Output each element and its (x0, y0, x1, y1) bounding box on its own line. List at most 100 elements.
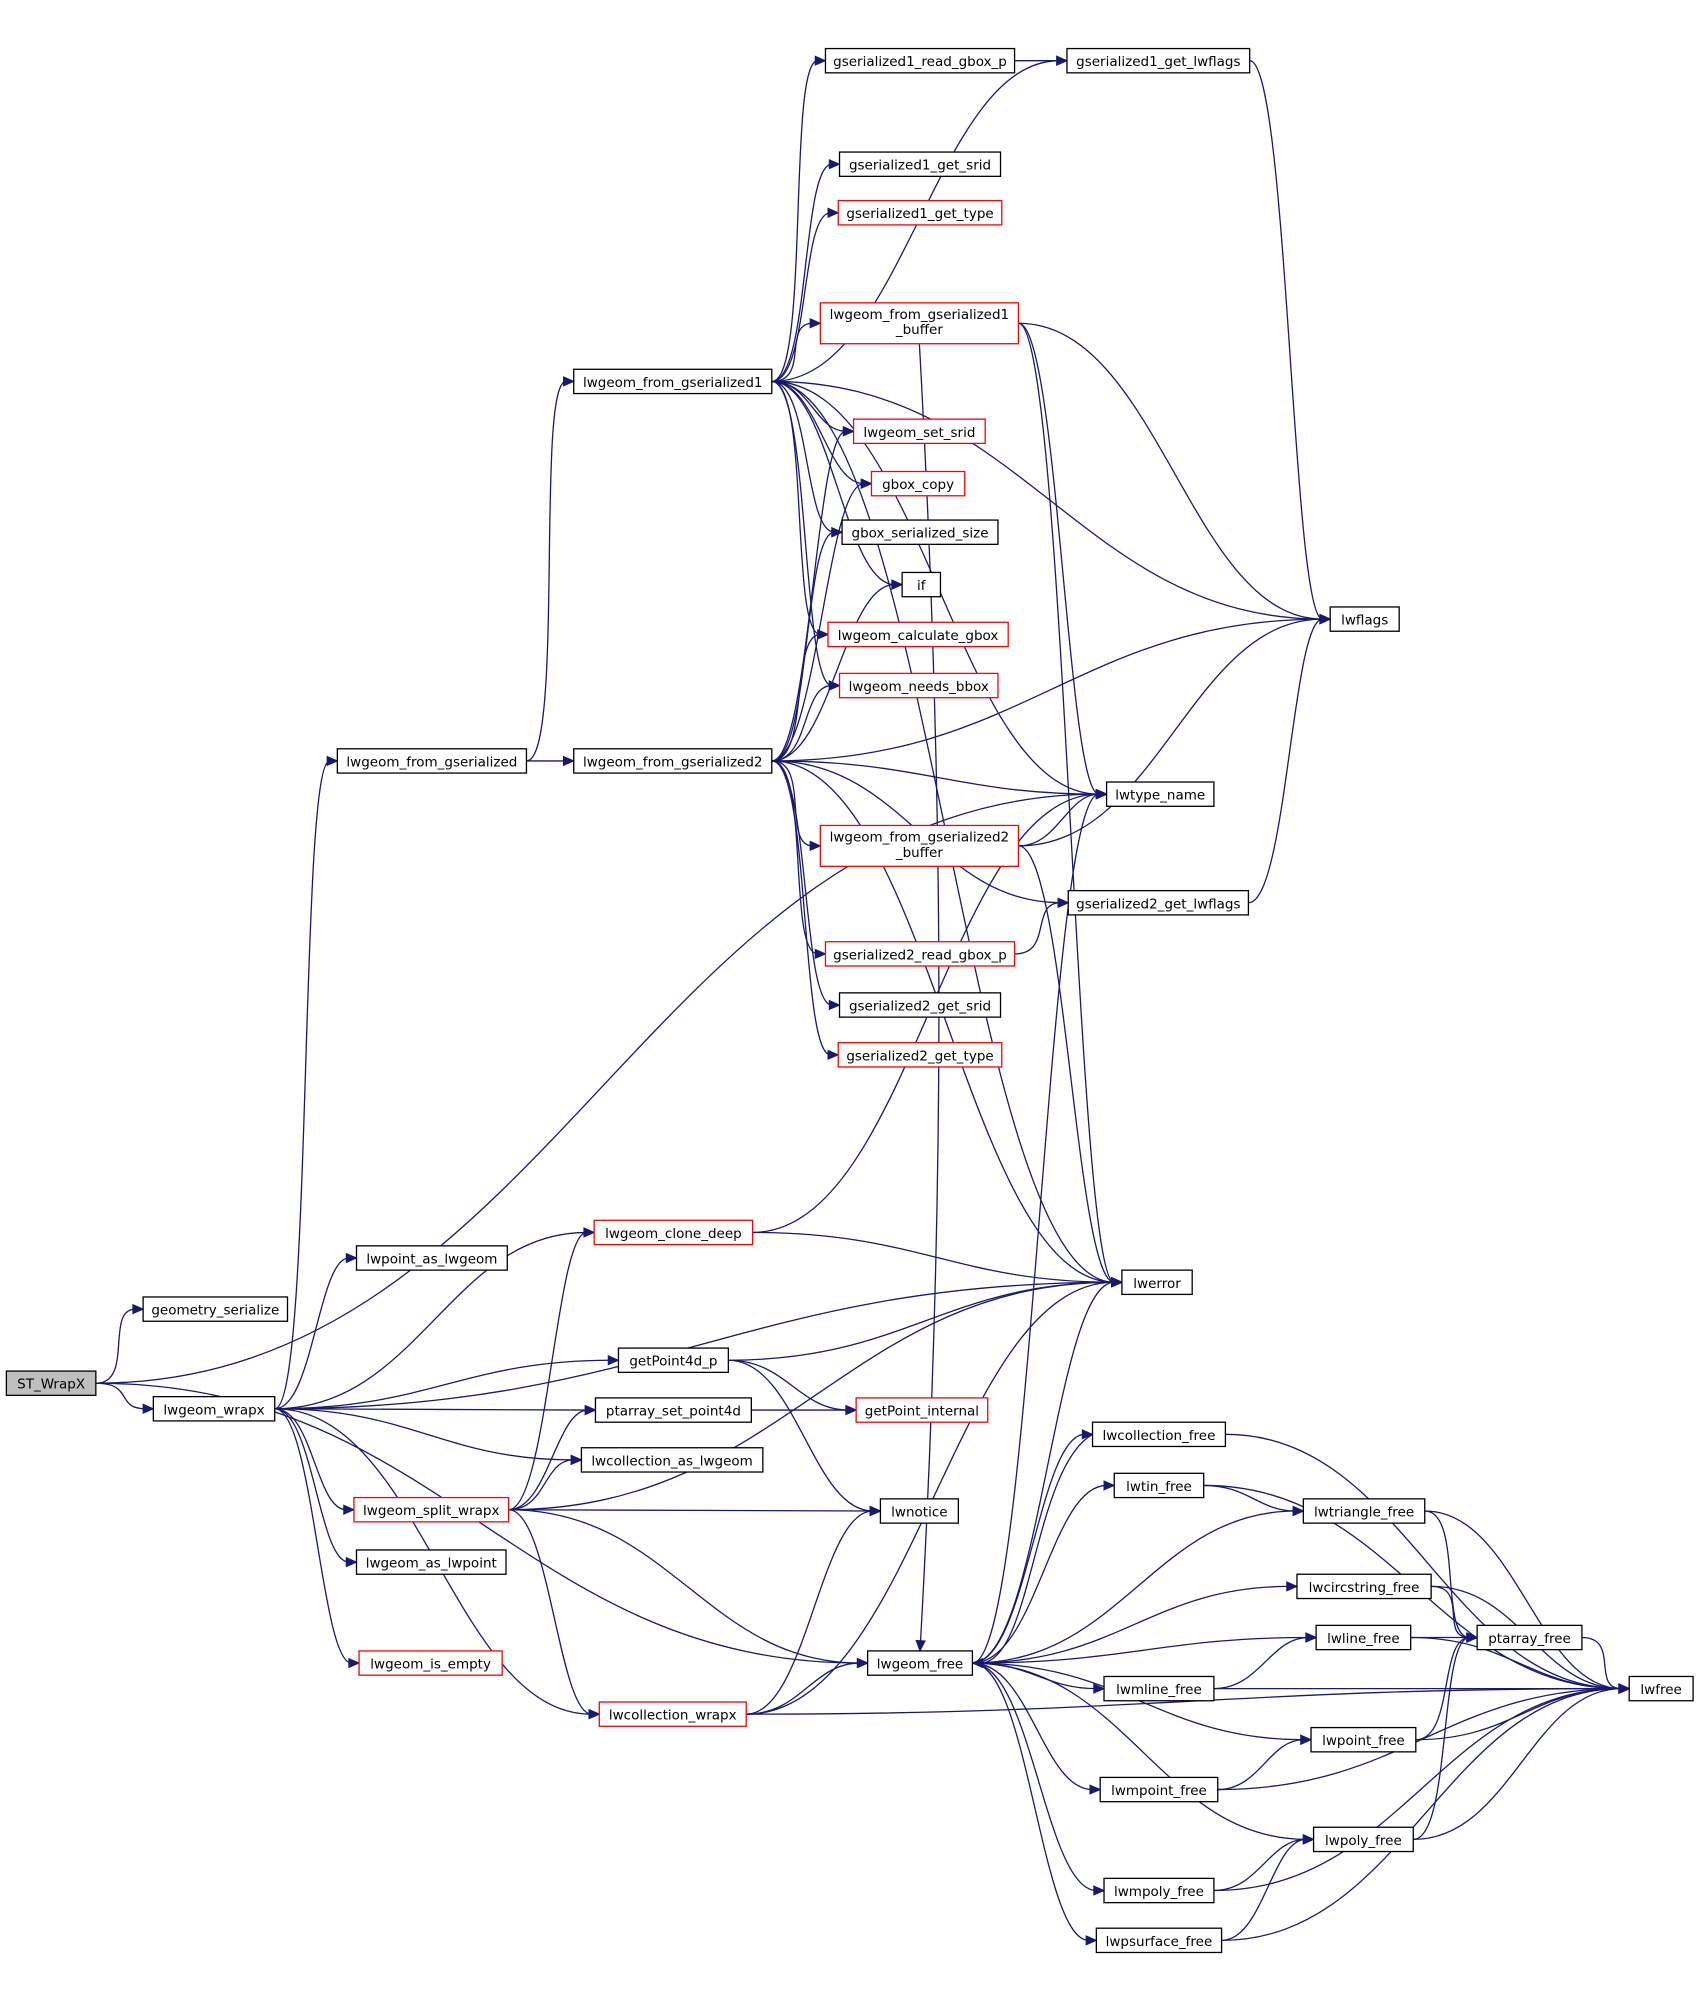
node-getpoint4d-p[interactable]: getPoint4d_p (617, 1347, 729, 1374)
node-box (580, 1447, 764, 1473)
node-ptarray-free[interactable]: ptarray_free (1476, 1624, 1583, 1651)
node-lwgeom-split-wrapx[interactable]: lwgeom_split_wrapx (353, 1496, 510, 1523)
node-gserialized2-get-srid[interactable]: gserialized2_get_srid (838, 992, 1002, 1018)
call-edge-arrowhead (869, 1505, 882, 1517)
node-gserialized1-get-lwflags[interactable]: gserialized1_get_lwflags (1066, 47, 1251, 74)
call-edge (771, 380, 855, 437)
node-lwflags[interactable]: lwflags (1329, 606, 1400, 632)
call-edge (508, 1454, 583, 1511)
node-lwcollection-wrapx[interactable]: lwcollection_wrapx (598, 1701, 747, 1727)
node-gserialized2-get-type[interactable]: gserialized2_get_type (837, 1042, 1003, 1068)
node-label: lwgeom_from_gserialized (346, 754, 517, 770)
call-edge (771, 158, 841, 383)
node-lwpsurface-free[interactable]: lwpsurface_free (1095, 1927, 1223, 1954)
node-lwcollection-free[interactable]: lwcollection_free (1091, 1421, 1227, 1448)
call-edge-arrowhead (915, 1639, 926, 1653)
call-edge-line (972, 1585, 1290, 1664)
call-edge-line (771, 322, 813, 383)
node-box (1067, 889, 1250, 916)
call-edge (771, 760, 827, 960)
node-gserialized1-read-gbox-p[interactable]: gserialized1_read_gbox_p (824, 47, 1016, 74)
node-lwcircstring-free[interactable]: lwcircstring_free (1296, 1573, 1432, 1600)
node-gserialized1-get-type[interactable]: gserialized1_get_type (837, 199, 1003, 226)
node-lwgeom-set-srid[interactable]: lwgeom_set_srid (852, 418, 986, 445)
node-label: lwgeom_calculate_gbox (838, 628, 999, 644)
call-edge-line (95, 793, 1099, 1384)
call-edge-arrowhead (814, 55, 827, 66)
node-lwnotice[interactable]: lwnotice (879, 1498, 959, 1524)
node-lwgeom-wrapx[interactable]: lwgeom_wrapx (152, 1395, 276, 1422)
call-edge (95, 1382, 155, 1415)
node-box (852, 418, 986, 445)
call-edge (1221, 1834, 1315, 1941)
call-edge-arrowhead (860, 478, 873, 489)
node-gserialized1-get-srid[interactable]: gserialized1_get_srid (838, 151, 1002, 177)
node-gbox-copy[interactable]: gbox_copy (870, 470, 966, 497)
node-label: gserialized1_get_type (846, 206, 993, 222)
node-lwtin-free[interactable]: lwtin_free (1113, 1472, 1205, 1499)
node-lwgeom-from-gserialized2[interactable]: lwgeom_from_gserialized2 (573, 748, 773, 774)
node-label: lwcollection_free (1102, 1428, 1215, 1444)
node-lwmline-free[interactable]: lwmline_free (1103, 1675, 1215, 1702)
node-getpoint-internal[interactable]: getPoint_internal (855, 1397, 989, 1423)
call-edge (972, 1662, 1106, 1694)
node-ptarray-set-point4d[interactable]: ptarray_set_point4d (594, 1397, 752, 1423)
node-lwgeom-from-gserialized[interactable]: lwgeom_from_gserialized (336, 748, 528, 774)
call-edge-line (771, 380, 895, 586)
node-label: lwpoint_free (1322, 1733, 1405, 1749)
node-lwfree[interactable]: lwfree (1628, 1675, 1694, 1702)
node-lwpoint-as-lwgeom[interactable]: lwpoint_as_lwgeom (355, 1245, 508, 1271)
node-geometry-serialize[interactable]: geometry_serialize (142, 1296, 289, 1322)
call-edge-arrowhead (1089, 1784, 1102, 1795)
node-lwline-free[interactable]: lwline_free (1315, 1624, 1412, 1651)
node-label: lwmpoint_free (1111, 1783, 1207, 1799)
node-gserialized2-read-gbox-p[interactable]: gserialized2_read_gbox_p (824, 941, 1016, 967)
node-lwpoint-free[interactable]: lwpoint_free (1310, 1726, 1417, 1753)
node-if[interactable]: if (901, 571, 942, 598)
node-lwgeom-from-gserialized1[interactable]: lwgeom_from_gserialized1 (573, 368, 773, 395)
node-box (573, 368, 773, 395)
call-edge-line (972, 1662, 1089, 1941)
call-edge-arrowhead (1057, 897, 1070, 909)
node-lwgeom-needs-bbox[interactable]: lwgeom_needs_bbox (838, 672, 999, 699)
call-edge-arrowhead (809, 318, 822, 329)
call-edge (1225, 1433, 1631, 1694)
node-st-wrapx[interactable]: ST_WrapX (5, 1370, 97, 1397)
node-box (1066, 47, 1251, 74)
node-lwtriangle-free[interactable]: lwtriangle_free (1302, 1498, 1426, 1524)
node-lwmpoly-free[interactable]: lwmpoly_free (1103, 1877, 1215, 1904)
call-edge-arrowhead (827, 207, 840, 218)
node-lwtype-name[interactable]: lwtype_name (1105, 781, 1215, 807)
call-edge (1014, 897, 1070, 955)
node-box (1103, 1877, 1215, 1904)
call-edge-arrowhead (842, 426, 855, 437)
call-edge-line (771, 212, 831, 383)
call-edge (771, 207, 840, 383)
node-lwpoly-free[interactable]: lwpoly_free (1312, 1826, 1414, 1853)
call-edge-line (771, 760, 1099, 795)
call-edge (771, 426, 855, 762)
node-lwerror[interactable]: lwerror (1121, 1269, 1193, 1296)
node-label: getPoint4d_p (629, 1354, 717, 1370)
node-lwgeom-from-gserialized1-buffer[interactable]: lwgeom_from_gserialized1_buffer (819, 302, 1020, 345)
node-label: gserialized2_get_srid (849, 998, 991, 1014)
call-edge (1213, 1632, 1318, 1690)
node-label: gserialized1_get_lwflags (1076, 54, 1240, 70)
node-label: geometry_serialize (151, 1303, 279, 1319)
node-lwgeom-as-lwpoint[interactable]: lwgeom_as_lwpoint (355, 1549, 507, 1575)
node-label: ptarray_set_point4d (606, 1404, 741, 1420)
node-gserialized2-get-lwflags[interactable]: gserialized2_get_lwflags (1067, 889, 1250, 916)
node-label: if (917, 578, 927, 594)
node-lwgeom-from-gserialized2-buffer[interactable]: lwgeom_from_gserialized2_buffer (819, 824, 1020, 867)
node-lwgeom-free[interactable]: lwgeom_free (866, 1650, 974, 1676)
call-edge (526, 376, 575, 762)
node-box (1105, 781, 1215, 807)
node-gbox-serialized-size[interactable]: gbox_serialized_size (841, 519, 999, 545)
call-edge-line (1217, 1687, 1622, 1791)
call-edge (771, 760, 840, 1061)
node-lwmpoint-free[interactable]: lwmpoint_free (1099, 1776, 1219, 1803)
node-lwgeom-clone-deep[interactable]: lwgeom_clone_deep (593, 1219, 754, 1246)
node-lwcollection-as-lwgeom[interactable]: lwcollection_as_lwgeom (580, 1447, 764, 1473)
node-lwgeom-calculate-gbox[interactable]: lwgeom_calculate_gbox (827, 621, 1009, 648)
node-lwgeom-is-empty[interactable]: lwgeom_is_empty (358, 1650, 503, 1676)
